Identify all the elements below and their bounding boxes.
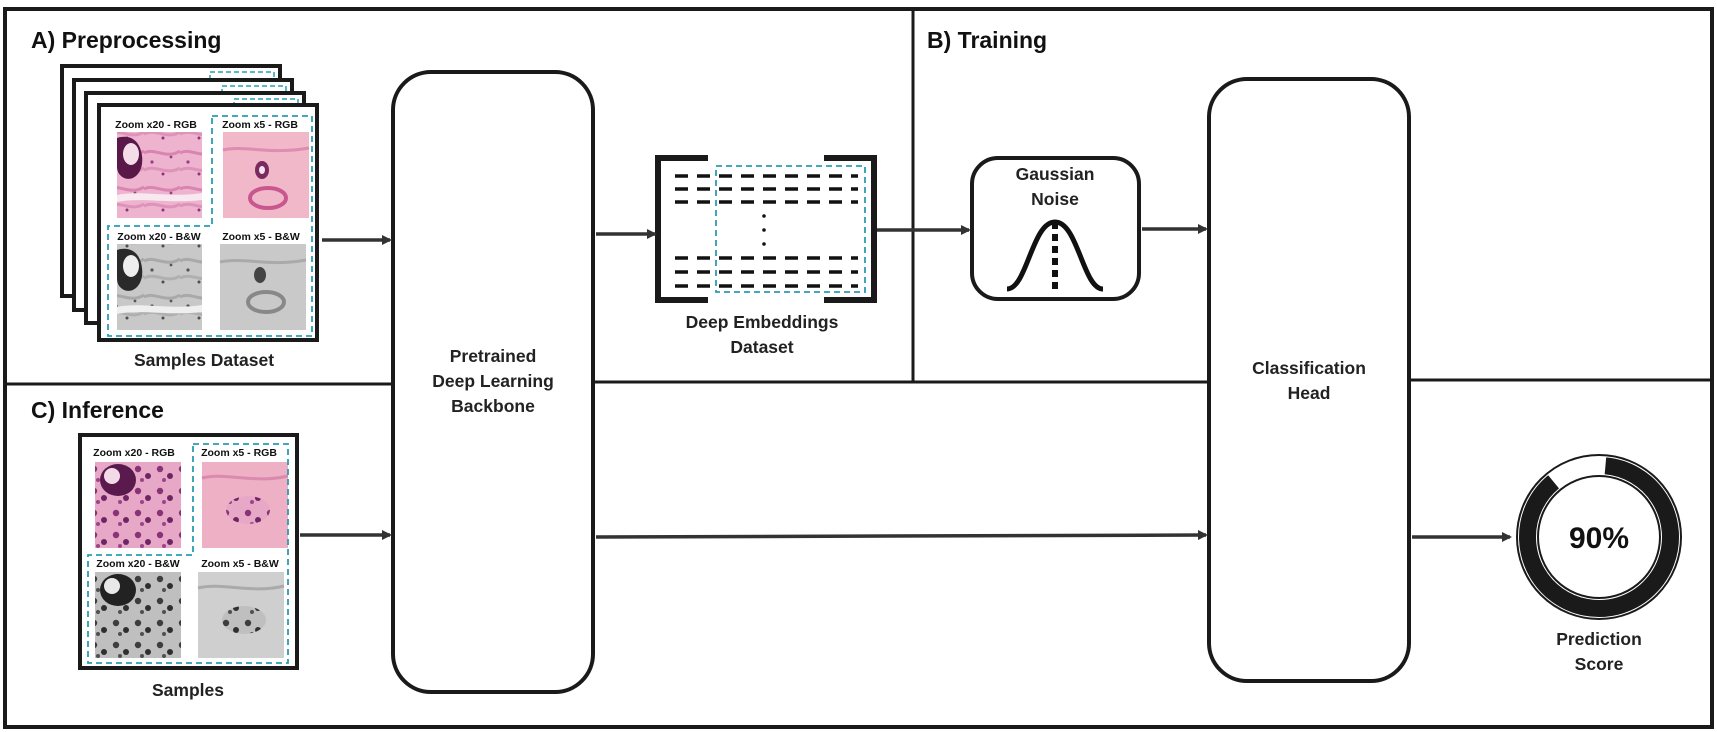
prediction-score-label-line2: Score (1575, 654, 1624, 674)
prediction-score-value: 90% (1569, 522, 1629, 555)
histology-image-zoom5-rgb (222, 132, 310, 218)
section-title-preprocessing: A) Preprocessing (31, 27, 221, 53)
histology-image-zoom20-rgb (117, 132, 202, 218)
inference-tile-label-zoom5-rgb: Zoom x5 - RGB (201, 447, 277, 459)
backbone-label-line3: Backbone (451, 396, 535, 416)
inference-dashed-selection (87, 443, 289, 664)
prediction-score-label-line1: Prediction (1556, 629, 1642, 649)
tile-label-zoom20-rgb: Zoom x20 - RGB (115, 119, 197, 131)
sample-card-front: Zoom x20 - RGB Zoom x5 - RGB Zoom x20 - … (97, 103, 319, 342)
gauge-progress-arc (1519, 457, 1679, 617)
inference-image-zoom5-rgb (201, 462, 289, 548)
classification-head-label-line1: Classification (1252, 358, 1366, 378)
inference-tile-label-zoom20-rgb: Zoom x20 - RGB (93, 447, 175, 459)
inference-image-zoom5-bw (197, 572, 285, 658)
tile-label-zoom5-rgb: Zoom x5 - RGB (222, 119, 298, 131)
embeddings-matrix (655, 155, 877, 303)
backbone-box (391, 70, 595, 694)
histology-image-zoom20-bw (117, 244, 202, 330)
section-title-inference: C) Inference (31, 397, 164, 423)
embeddings-label-line1: Deep Embeddings (686, 312, 839, 332)
inference-sample-card: Zoom x20 - RGB Zoom x5 - RGB Zoom x20 - … (78, 433, 299, 670)
embeddings-label-line2: Dataset (730, 337, 793, 357)
samples-dataset-label: Samples Dataset (134, 350, 274, 370)
section-title-training: B) Training (927, 27, 1047, 53)
bell-curve-icon (1006, 219, 1104, 292)
gaussian-noise-label-line1: Gaussian (1016, 164, 1095, 184)
tile-label-zoom5-bw: Zoom x5 - B&W (222, 231, 300, 243)
tile-label-zoom20-bw: Zoom x20 - B&W (117, 231, 201, 243)
samples-label: Samples (152, 680, 224, 700)
backbone-label-line2: Deep Learning (432, 371, 554, 391)
backbone-label-line1: Pretrained (450, 346, 537, 366)
prediction-score-gauge: 90% (1516, 454, 1682, 620)
inference-tile-label-zoom20-bw: Zoom x20 - B&W (96, 558, 180, 570)
histology-image-zoom5-bw (219, 244, 307, 330)
inference-tile-label-zoom5-bw: Zoom x5 - B&W (201, 558, 279, 570)
gaussian-noise-label-line2: Noise (1031, 189, 1079, 209)
dashed-selection (107, 115, 313, 337)
gauge-outer-ring (1516, 454, 1682, 620)
inference-image-zoom20-bw (95, 572, 181, 658)
arrow-backbone-to-head (595, 530, 1208, 541)
gauge-inner-ring (1537, 475, 1661, 599)
classification-head-label-line2: Head (1288, 383, 1331, 403)
outer-frame (3, 7, 1714, 729)
inference-image-zoom20-rgb (95, 462, 181, 548)
classification-head-box (1207, 77, 1411, 683)
